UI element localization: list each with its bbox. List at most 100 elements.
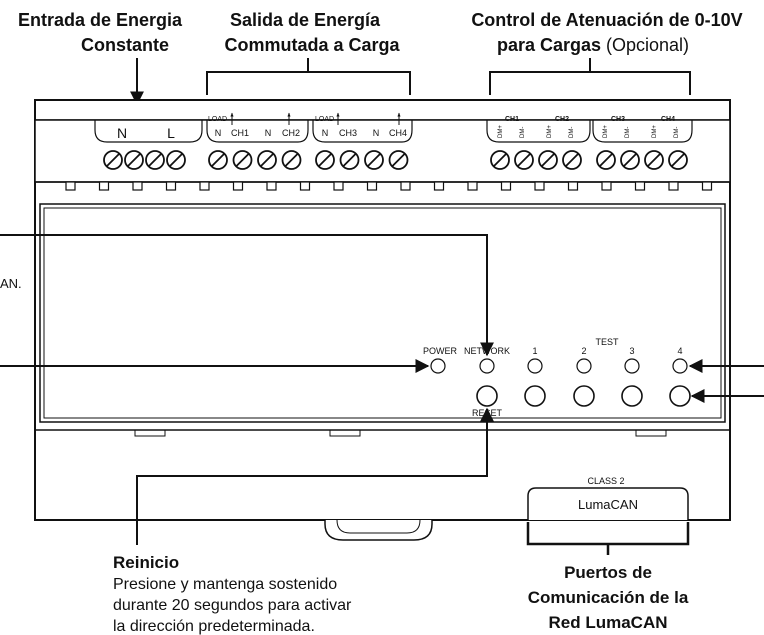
- screw-slot: [647, 153, 661, 167]
- screw-slot: [284, 153, 299, 167]
- screw-slot: [623, 153, 637, 167]
- screw-slot: [493, 153, 507, 167]
- rail-notch-6: [232, 181, 244, 191]
- reset-callout-line-2: durante 20 segundos para activar: [113, 597, 352, 614]
- test-button-2[interactable]: [573, 385, 595, 407]
- reset-pointer: [136, 407, 494, 545]
- heading-dimming-2-normal: (Opcional): [601, 35, 689, 55]
- rail-notch-18: [634, 181, 646, 191]
- led-label-4: 4: [677, 346, 682, 356]
- lumacan-bracket: [526, 522, 690, 555]
- din-latch[interactable]: [324, 520, 433, 541]
- lumacan-port[interactable]: [527, 487, 689, 520]
- load-label-1: LOAD: [208, 116, 227, 123]
- load-term-5: N: [322, 128, 329, 138]
- network-led-pointer: [0, 234, 494, 357]
- dim-channel-3: CH3: [611, 116, 625, 123]
- led-label-power: POWER: [423, 346, 458, 356]
- heading-switched-power-1: Salida de Energía: [230, 10, 381, 30]
- heading-dimming-2: para Cargas (Opcional): [497, 35, 689, 55]
- rail-notch-9: [333, 181, 344, 191]
- dim-term-8: DM-: [674, 127, 680, 138]
- front-panel-inner: [43, 207, 722, 419]
- front-panel: [39, 203, 726, 423]
- class-2-label: CLASS 2: [587, 476, 624, 486]
- load-term-6: CH3: [339, 128, 357, 138]
- heading-constant-power-1: Entrada de Energia: [18, 10, 183, 30]
- screw-slot: [342, 153, 357, 167]
- dim-term-4: DM-: [569, 127, 575, 138]
- rail-notch-15: [534, 181, 545, 191]
- screw-slot: [106, 153, 120, 167]
- clip-left: [134, 429, 166, 437]
- rail-notch-13: [467, 181, 478, 191]
- rail-notch-12: [433, 181, 445, 191]
- screw-slot: [541, 153, 555, 167]
- dim-term-3: DM+: [547, 125, 553, 138]
- screw-slot: [367, 153, 381, 167]
- screw-slot: [169, 153, 183, 167]
- clip-middle: [329, 429, 361, 437]
- screw-slot: [517, 153, 531, 167]
- rail-notch-7: [266, 181, 277, 191]
- dim-term-5: DM+: [603, 125, 609, 138]
- led-network: [479, 358, 495, 374]
- dim-term-6: DM-: [625, 127, 631, 138]
- rail-notch-8: [299, 181, 311, 191]
- screw-slot: [127, 153, 141, 167]
- dim-term-1: DM+: [498, 125, 504, 138]
- terminal-bracket-dim-1: [486, 120, 591, 143]
- bracket-switched-power: [206, 58, 411, 95]
- screw-slot: [148, 153, 162, 167]
- load-term-1: N: [215, 128, 222, 138]
- dim-term-2: DM-: [520, 127, 526, 138]
- terminal-label-l: L: [167, 125, 175, 141]
- led-label-2: 2: [581, 346, 586, 356]
- screw-slot: [260, 153, 274, 167]
- screw-slot: [565, 153, 579, 167]
- load-term-2: CH1: [231, 128, 249, 138]
- dim-channel-4: CH4: [661, 116, 675, 123]
- load-label-2: LOAD: [315, 116, 334, 123]
- reset-callout-title: Reinicio: [113, 553, 179, 572]
- screw-slot: [235, 153, 250, 167]
- rail-notches: [65, 181, 713, 191]
- heading-switched-power-2: Commutada a Carga: [224, 35, 400, 55]
- reset-button[interactable]: [476, 385, 498, 407]
- rail-notch-10: [366, 181, 378, 191]
- led-3: [624, 358, 640, 374]
- ports-callout-line-1: Puertos de: [564, 563, 652, 582]
- screw-terminals: [103, 150, 688, 170]
- load-term-7: N: [373, 128, 380, 138]
- test-button-4[interactable]: [669, 385, 691, 407]
- dim-channel-1: CH1: [505, 116, 519, 123]
- dim-term-7: DM+: [652, 125, 658, 138]
- terminal-bracket-load-1: [206, 120, 309, 143]
- screw-slot: [599, 153, 613, 167]
- load-term-8: CH4: [389, 128, 407, 138]
- screw-slot: [391, 153, 406, 167]
- rail-notch-20: [701, 181, 713, 191]
- left-text-fragment: AN.: [0, 276, 22, 291]
- rail-notch-19: [668, 181, 679, 191]
- bracket-dimming: [489, 58, 691, 95]
- screw-slot: [671, 153, 685, 167]
- terminal-bracket-dim-2: [592, 120, 693, 143]
- terminal-bracket-power: [94, 120, 203, 143]
- led-1: [527, 358, 543, 374]
- dim-channel-2: CH2: [555, 116, 569, 123]
- rail-notch-17: [601, 181, 612, 191]
- rail-notch-5: [199, 181, 210, 191]
- rail-notch-1: [65, 181, 76, 191]
- screw-slot: [211, 153, 225, 167]
- led-4: [672, 358, 688, 374]
- ports-callout-line-3: Red LumaCAN: [548, 613, 667, 632]
- test-button-1[interactable]: [524, 385, 546, 407]
- lumacan-port-label: LumaCAN: [578, 497, 638, 512]
- rail-notch-16: [567, 181, 579, 191]
- ports-callout-line-2: Comunicación de la: [528, 588, 689, 607]
- reset-callout-line-1: Presione y mantenga sostenido: [113, 576, 337, 593]
- rail-notch-11: [400, 181, 411, 191]
- test-button-3[interactable]: [621, 385, 643, 407]
